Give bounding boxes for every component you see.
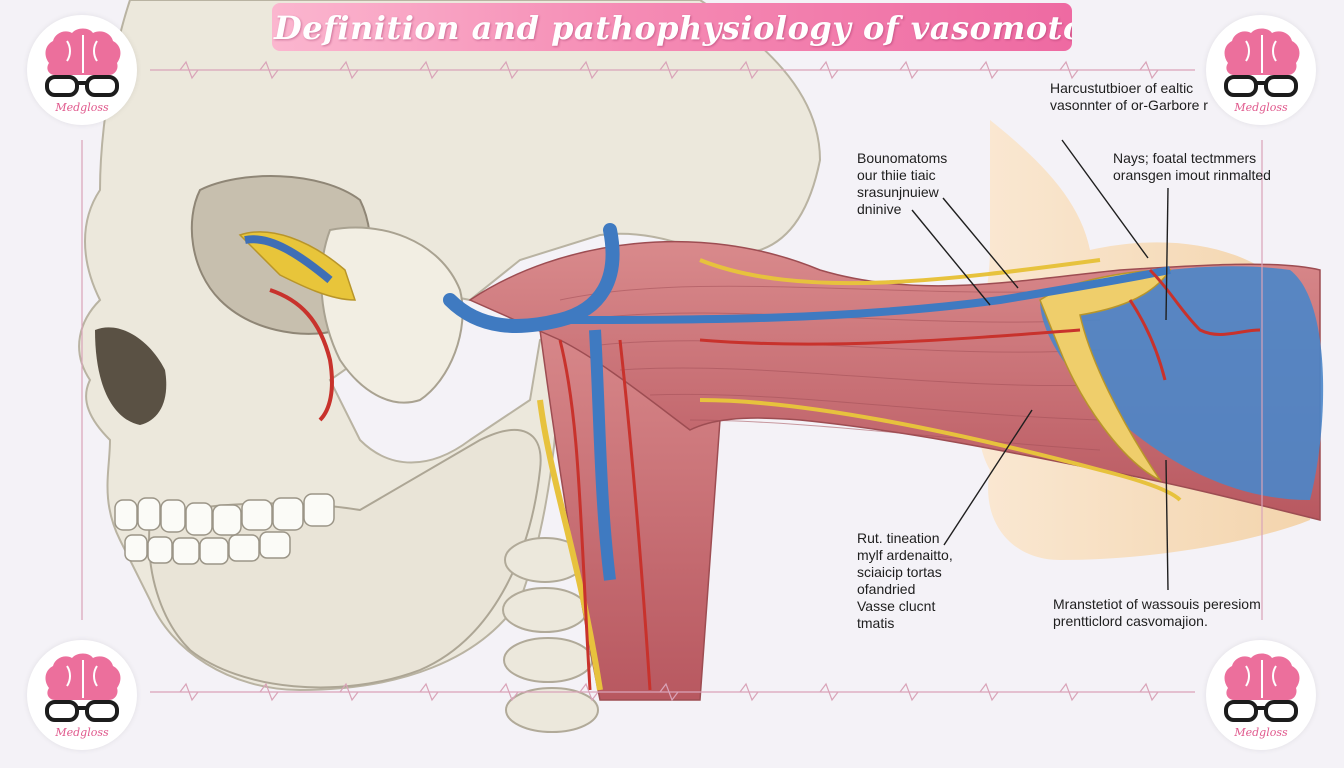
arteries	[558, 268, 1261, 691]
title-banner: Definition and pathophysiology of vasomo…	[272, 3, 1072, 51]
nerve-3	[699, 258, 1101, 286]
nerve-2	[699, 398, 1182, 502]
nasal-cavity	[95, 327, 167, 425]
vein-branch	[559, 266, 1171, 324]
label-mid-left: Bounomatoms our thiie tiaic srasunjnuiew…	[857, 150, 947, 218]
label-line: mylf ardenaitto,	[857, 547, 953, 563]
label-lower-left: Rut. tineation mylf ardenaitto, sciaicip…	[857, 530, 953, 632]
label-line: tmatis	[857, 615, 895, 631]
label-line: Rut. tineation	[857, 530, 940, 546]
label-line: vasonnter of or-Garbore r	[1050, 97, 1208, 113]
label-top-right: Harcustutbioer of ealtic vasonnter of or…	[1050, 80, 1208, 114]
cervical-spine	[502, 537, 599, 733]
medgloss-logo-top-left: Medgloss	[27, 15, 137, 125]
teeth	[114, 493, 335, 565]
brain-glasses-icon	[1224, 28, 1300, 97]
label-lower-right: Mranstetiot of wassouis peresiom prentti…	[1053, 596, 1261, 630]
label-line: srasunjnuiew	[857, 184, 939, 200]
medgloss-logo-bottom-left: Medgloss	[27, 640, 137, 750]
blue-vessel-mass	[1040, 266, 1324, 500]
logo-brand-name: Medgloss	[55, 726, 109, 739]
leader-lines	[911, 139, 1169, 591]
label-line: sciaicip tortas	[857, 564, 942, 580]
brain-glasses-icon	[45, 28, 121, 97]
logo-brand-name: Medgloss	[1234, 726, 1288, 739]
label-line: prentticlord casvomajion.	[1053, 613, 1208, 629]
logo-brand-name: Medgloss	[1234, 101, 1288, 114]
label-line: Harcustutbioer of ealtic	[1050, 80, 1194, 96]
logo-brand-name: Medgloss	[55, 101, 109, 114]
label-line: our thiie tiaic	[857, 167, 936, 183]
optic-nerve	[238, 231, 357, 301]
orbital-artery	[269, 288, 334, 422]
label-line: oransgen imout rinmalted	[1113, 167, 1271, 183]
orbital-vein	[244, 235, 333, 284]
nerve-1	[537, 399, 603, 691]
ecg-border	[81, 60, 1263, 702]
label-mid-right: Nays; foatal tectmmers oransgen imout ri…	[1113, 150, 1271, 184]
label-line: Vasse clucnt	[857, 598, 936, 614]
page-title: Definition and pathophysiology of vasomo…	[274, 9, 1072, 47]
label-line: ofandried	[857, 581, 916, 597]
label-line: Nays; foatal tectmmers	[1113, 150, 1257, 166]
label-line: Mranstetiot of wassouis peresiom	[1053, 596, 1261, 612]
zygomatic-arch	[320, 226, 464, 404]
brain-glasses-icon	[1224, 653, 1300, 722]
label-line: Bounomatoms	[857, 150, 948, 166]
descending-vein	[589, 329, 616, 581]
fat-pad	[1039, 269, 1172, 482]
brain-glasses-icon	[45, 653, 121, 722]
medgloss-logo-top-right: Medgloss	[1206, 15, 1316, 125]
label-line: dninive	[857, 201, 902, 217]
medgloss-logo-bottom-right: Medgloss	[1206, 640, 1316, 750]
